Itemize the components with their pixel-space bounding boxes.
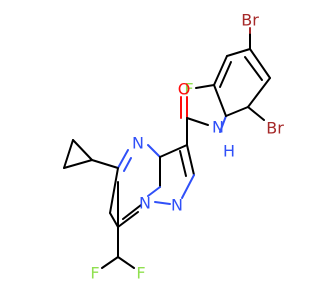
fluorine-label-left: F	[90, 264, 99, 283]
amide-hydrogen-label: H	[223, 142, 235, 161]
amide-nitrogen-label: N	[212, 118, 224, 137]
bridgehead-nitrogen-label: N	[139, 194, 151, 213]
pyrimidine-ring	[109, 144, 161, 228]
amide-group	[180, 96, 227, 146]
bromine-label-bottom: Br	[266, 119, 284, 138]
fluorine-label-ring: F	[184, 80, 193, 99]
cyclopropyl-group	[63, 139, 119, 169]
oxygen-label: O	[178, 80, 191, 99]
phenyl-ring	[213, 48, 271, 117]
pyrimidine-nitrogen-label: N	[132, 134, 144, 153]
difluoromethyl-group	[101, 226, 135, 269]
pyrazole-nitrogen-label: N	[171, 196, 183, 215]
fluorine-label-right: F	[136, 264, 145, 283]
bromine-label-top: Br	[241, 11, 259, 30]
substituent-bonds	[195, 27, 265, 121]
molecule-structure: Br F O N H Br N N N F F	[63, 11, 284, 283]
pyrazole-ring	[154, 144, 195, 205]
